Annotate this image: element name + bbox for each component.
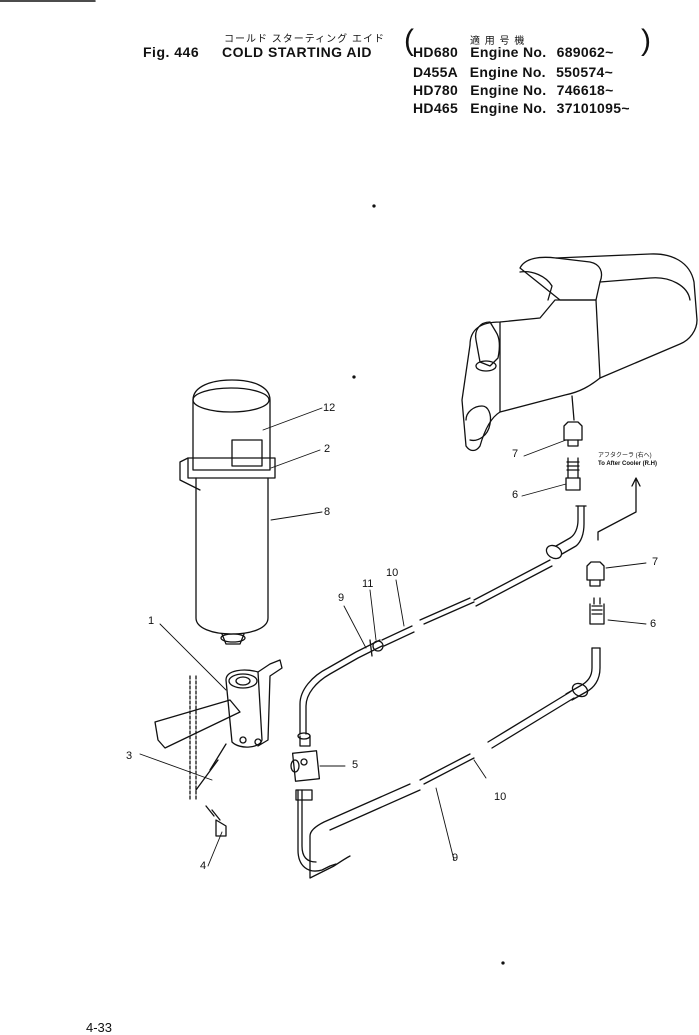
- valve-body-bracket: [154, 659, 283, 801]
- callout-5: 5: [352, 759, 359, 771]
- callout-7-lower: 7: [652, 556, 659, 568]
- callout-9-upper: 9: [338, 592, 345, 604]
- lower-pipe-route: [295, 647, 601, 879]
- callout-2: 2: [324, 443, 331, 455]
- speck: [501, 961, 505, 965]
- callout-8: 8: [324, 506, 331, 518]
- applicability-heading: 適 用 号 機: [470, 36, 526, 47]
- callout-3: 3: [126, 750, 133, 762]
- page-number: 4-33: [86, 1020, 113, 1035]
- japanese-title: コールド スターティング エイド: [224, 34, 385, 45]
- callout-10-lower: 10: [494, 791, 507, 803]
- serial: 550574~: [556, 64, 614, 80]
- applicability-row: HD680 Engine No. 689062~: [413, 44, 614, 60]
- engine-label: Engine No.: [470, 82, 547, 98]
- upper-pipe-route: [297, 505, 587, 747]
- leader-lines: [139, 407, 647, 867]
- upper-fittings: [563, 421, 583, 491]
- model: HD780: [413, 82, 459, 98]
- after-cooler-note-en: To After Cooler (R.H): [598, 461, 657, 467]
- callout-6-upper: 6: [512, 489, 519, 501]
- engine-label: Engine No.: [469, 64, 546, 80]
- engine-label: Engine No.: [470, 100, 547, 116]
- hose-to-after-cooler: [597, 479, 637, 541]
- serial: 37101095~: [556, 100, 630, 116]
- lower-fittings: [586, 561, 605, 625]
- callout-6-lower: 6: [650, 618, 657, 630]
- callout-7-upper: 7: [512, 448, 519, 460]
- speck: [372, 204, 376, 208]
- callout-11: 11: [362, 578, 374, 590]
- model: HD680: [413, 44, 459, 60]
- after-cooler: [461, 253, 698, 452]
- figure-title: COLD STARTING AID: [222, 44, 373, 60]
- bolt: [205, 805, 227, 837]
- model: HD465: [413, 100, 459, 116]
- model: D455A: [413, 64, 458, 80]
- callout-4: 4: [200, 860, 207, 872]
- engine-label: Engine No.: [470, 44, 547, 60]
- bracket-right: ): [641, 24, 651, 57]
- bracket-left: (: [404, 24, 414, 57]
- serial: 746618~: [556, 82, 614, 98]
- serial: 689062~: [556, 44, 614, 60]
- applicability-row: D455A Engine No. 550574~: [413, 64, 613, 80]
- tee-fitting: [290, 750, 321, 782]
- starting-fluid-cylinder: [179, 379, 276, 645]
- applicability-row: HD465 Engine No. 37101095~: [413, 100, 630, 116]
- after-cooler-note-jp: アフタクーラ (右へ): [598, 453, 652, 459]
- callout-9-lower: 9: [452, 852, 459, 864]
- callout-1: 1: [148, 615, 155, 627]
- speck: [352, 375, 356, 379]
- callout-12: 12: [323, 402, 336, 414]
- arrow-head: [631, 477, 641, 487]
- figure-label: Fig. 446: [143, 44, 200, 60]
- callout-10-upper: 10: [386, 567, 399, 579]
- applicability-row: HD780 Engine No. 746618~: [413, 82, 614, 98]
